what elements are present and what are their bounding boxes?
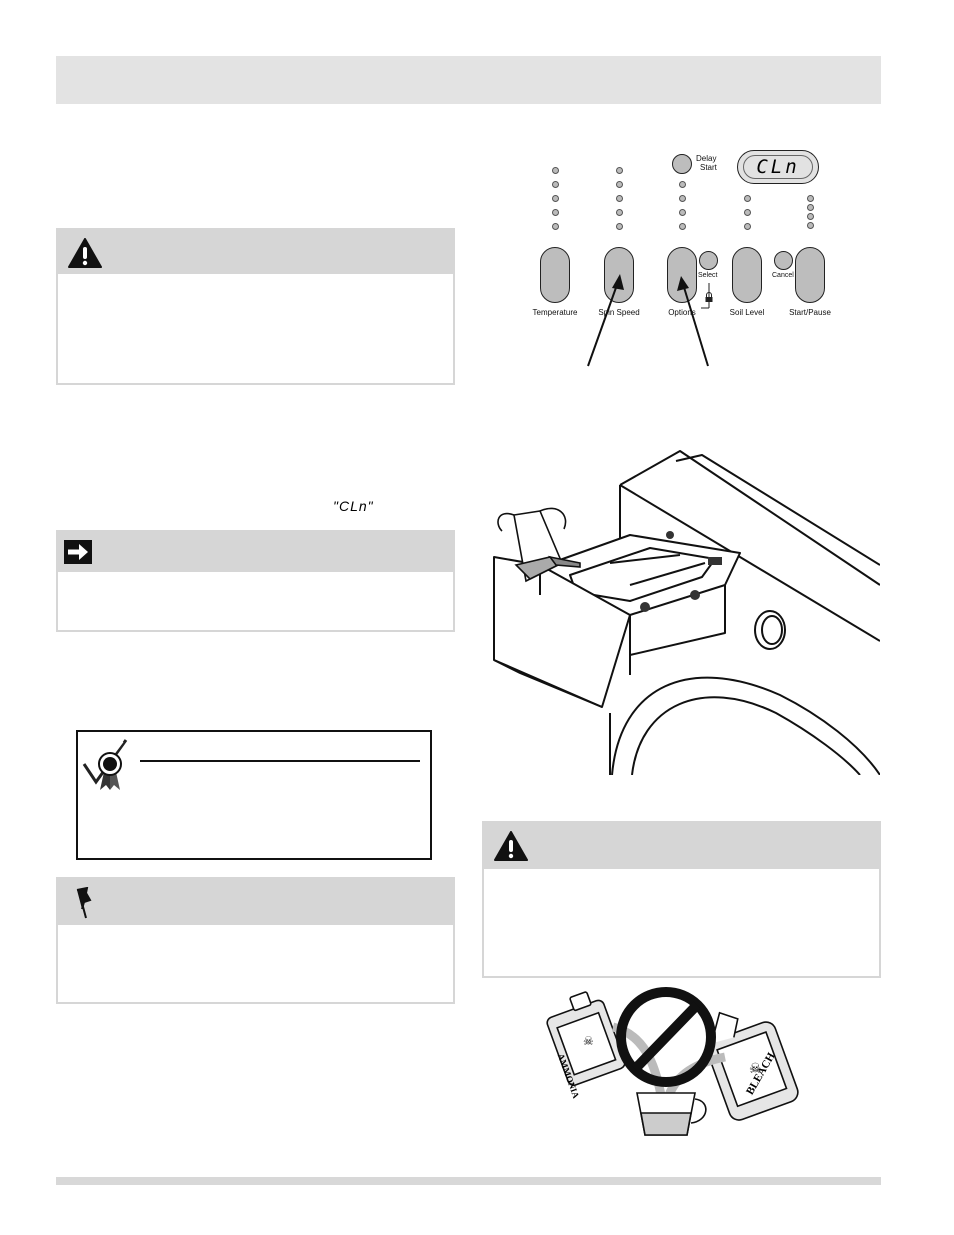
cancel-label: Cancel [772,272,794,279]
warning-callout [56,228,455,385]
led [552,181,559,188]
led [616,167,623,174]
start-pause-button[interactable] [795,247,825,303]
certification-box [76,730,432,860]
skull-icon: ☠ [583,1034,594,1048]
led [552,167,559,174]
led [679,223,686,230]
led [616,195,623,202]
temperature-label: Temperature [532,308,578,317]
certification-divider [140,760,420,762]
note-callout-header [58,879,453,925]
warning-callout-header [58,230,453,274]
warning-triangle-icon [68,238,102,273]
led [679,209,686,216]
no-mixing-chemicals-illustration: AMMONIA ☠ BLEACH ☠ [546,987,799,1136]
led [616,181,623,188]
select-label: Select [698,272,718,279]
page-footer-bar [56,1177,881,1185]
temperature-button[interactable] [540,247,570,303]
skull-icon: ☠ [749,1060,762,1076]
pointer-arrows [587,274,709,367]
note-callout [56,877,455,1004]
led [616,209,623,216]
led [679,195,686,202]
led [744,209,751,216]
delay-start-button[interactable] [672,154,692,174]
inline-display-code: "CLn" [333,498,374,514]
important-callout-header [58,532,453,572]
warning-callout-2-header [484,823,879,869]
soil-level-label: Soil Level [729,308,765,317]
led [552,223,559,230]
spin-speed-button[interactable] [604,247,634,303]
important-callout [56,530,455,632]
led [744,195,751,202]
spin-speed-label: Spin Speed [598,308,640,317]
lcd-display: CLn [737,150,819,184]
arrow-right-icon [64,540,92,569]
led [807,204,814,211]
led [807,213,814,220]
pushpin-icon [72,886,98,924]
checkmark-ribbon-icon [82,736,132,795]
soil-level-button[interactable] [732,247,762,303]
warning-callout-2 [482,821,881,978]
options-label: Options [668,308,696,317]
led [807,222,814,229]
led [552,209,559,216]
led [679,181,686,188]
prohibition-icon [616,987,716,1087]
page-header-bar [56,56,881,104]
lcd-readout: CLn [743,155,813,179]
led [807,195,814,202]
led [744,223,751,230]
lock-icon [701,283,713,309]
led [616,223,623,230]
options-button[interactable] [667,247,697,303]
cancel-button[interactable] [774,251,793,270]
dispenser-drawer-illustration [493,450,880,775]
select-button[interactable] [699,251,718,270]
warning-triangle-icon [494,831,528,866]
start-pause-label: Start/Pause [789,308,831,317]
led [552,195,559,202]
